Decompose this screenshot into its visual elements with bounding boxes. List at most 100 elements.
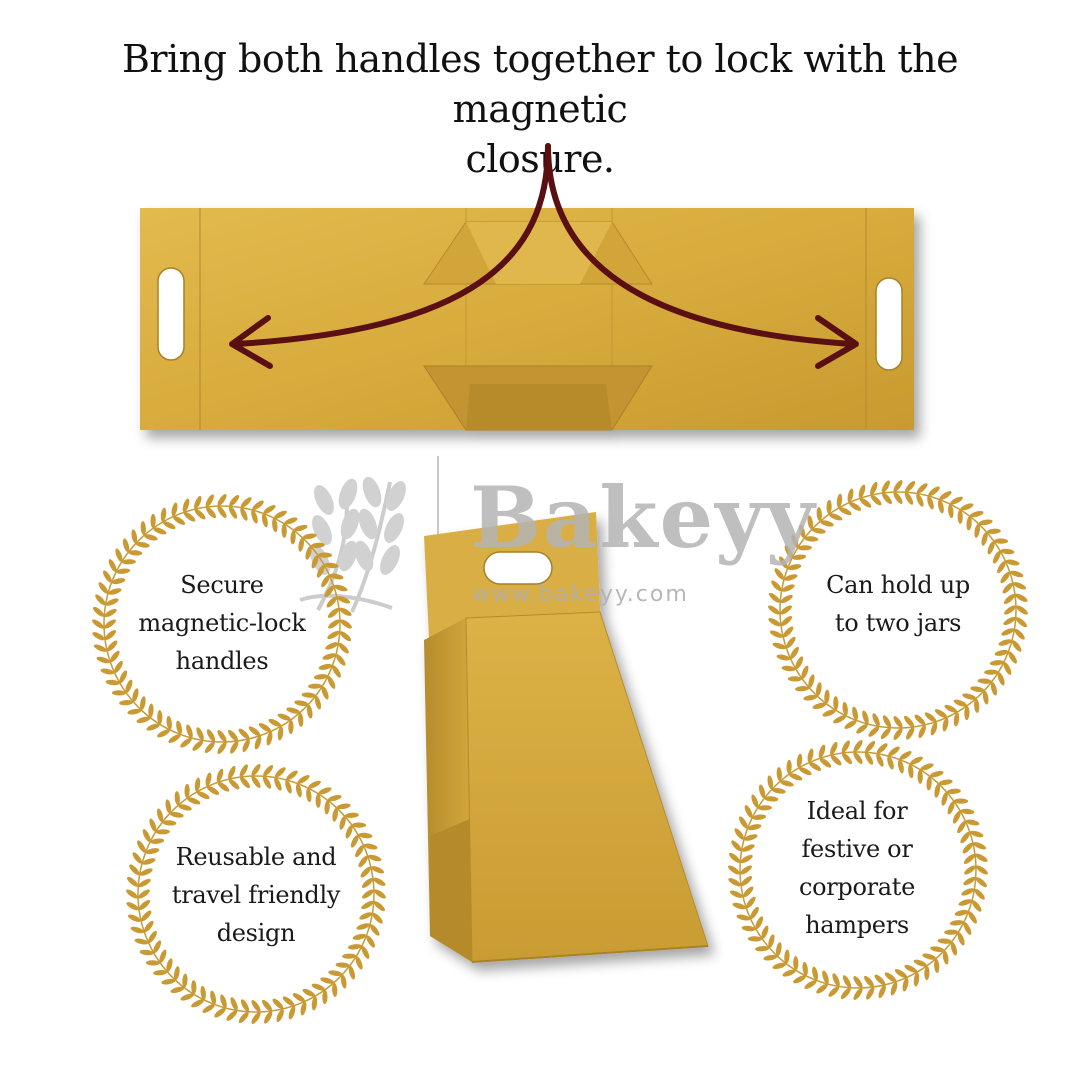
feature-1-line-3: handles xyxy=(175,647,269,675)
laurel-leaf xyxy=(807,748,814,763)
laurel-leaf xyxy=(165,799,172,814)
laurel-leaf xyxy=(324,800,330,815)
laurel-leaf xyxy=(356,923,370,930)
laurel-leaf xyxy=(853,976,863,988)
laurel-leaf xyxy=(784,574,798,581)
feature-1-line-1: Secure xyxy=(180,571,264,599)
laurel-leaf xyxy=(324,562,339,569)
laurel-leaf xyxy=(864,975,874,988)
laurel-leaf xyxy=(292,993,305,1002)
laurel-leaf xyxy=(784,949,790,964)
laurel-leaf xyxy=(849,502,862,511)
laurel-leaf xyxy=(258,723,271,732)
laurel-leaf xyxy=(769,592,781,603)
laurel-leaf xyxy=(847,488,854,503)
laurel-leaf xyxy=(288,1005,296,1020)
laurel-leaf xyxy=(166,715,172,730)
laurel-leaf xyxy=(274,510,287,519)
laurel-leaf xyxy=(924,966,930,981)
laurel-leaf xyxy=(963,876,976,886)
laurel-leaf xyxy=(134,938,149,945)
laurel-leaf xyxy=(992,550,1001,564)
laurel-leaf xyxy=(217,782,230,792)
laurel-leaf xyxy=(284,517,298,525)
laurel-leaf xyxy=(787,676,802,682)
laurel-leaf xyxy=(774,568,785,580)
laurel-leaf xyxy=(981,532,988,546)
laurel-leaf xyxy=(174,791,180,806)
laurel-leaf xyxy=(962,693,976,700)
laurel-leaf xyxy=(162,521,176,530)
laurel-wreath-icon xyxy=(92,494,352,754)
laurel-leaf xyxy=(872,713,880,727)
laurel-leaf xyxy=(772,962,787,970)
laurel-leaf xyxy=(202,1004,215,1013)
laurel-leaf xyxy=(137,840,146,853)
laurel-leaf xyxy=(240,776,250,789)
laurel-leaf xyxy=(811,527,826,534)
laurel-leaf xyxy=(248,726,261,736)
laurel-leaf xyxy=(916,493,924,507)
laurel-leaf xyxy=(744,805,753,818)
feature-3-line-3: design xyxy=(216,919,296,947)
laurel-leaf xyxy=(322,990,328,1005)
laurel-leaf xyxy=(214,1007,226,1018)
laurel-leaf xyxy=(274,767,286,778)
laurel-leaf xyxy=(893,492,903,504)
laurel-leaf xyxy=(876,743,888,754)
laurel-leaf xyxy=(1001,628,1015,636)
laurel-leaf xyxy=(251,510,258,524)
feature-2-line-2: to two jars xyxy=(834,609,962,637)
laurel-leaf xyxy=(802,961,808,976)
laurel-leaf xyxy=(841,740,850,753)
laurel-leaf xyxy=(314,695,322,710)
laurel-leaf xyxy=(890,981,898,996)
laurel-leaf xyxy=(127,708,142,715)
laurel-leaf xyxy=(326,596,337,608)
laurel-leaf xyxy=(183,512,196,522)
laurel-leaf xyxy=(832,973,840,987)
laurel-leaf xyxy=(139,868,153,876)
laurel-leaf xyxy=(1003,616,1016,626)
laurel-leaf xyxy=(129,864,140,876)
laurel-leaf xyxy=(937,499,944,514)
laurel-leaf xyxy=(288,720,294,735)
headline-line-1: Bring both handles together to lock with… xyxy=(121,37,959,131)
laurel-leaf xyxy=(310,542,325,548)
laurel-leaf xyxy=(824,689,830,704)
feature-1-line-2: magnetic-lock xyxy=(138,609,306,637)
laurel-leaf xyxy=(135,541,150,548)
laurel-leaf xyxy=(348,965,356,980)
laurel-leaf xyxy=(186,724,193,738)
laurel-leaf xyxy=(853,740,863,752)
laurel-leaf xyxy=(176,720,183,735)
laurel-leaf xyxy=(116,568,131,574)
laurel-leaf xyxy=(816,507,822,522)
laurel-leaf xyxy=(790,646,799,659)
laurel-leaf xyxy=(192,740,204,751)
laurel-leaf xyxy=(173,516,186,525)
laurel-leaf xyxy=(969,510,984,518)
laurel-leaf xyxy=(93,644,107,652)
laurel-leaf xyxy=(728,878,741,887)
laurel-leaf xyxy=(798,767,812,776)
laurel-leaf xyxy=(830,755,842,766)
laurel-leaf xyxy=(758,784,766,799)
laurel-leaf xyxy=(905,481,916,493)
laurel-leaf xyxy=(864,752,874,765)
laurel-leaf xyxy=(746,896,756,909)
laurel-leaf xyxy=(944,704,958,713)
laurel-leaf xyxy=(170,986,185,994)
laurel-leaf xyxy=(228,729,238,742)
laurel-leaf xyxy=(327,608,340,618)
laurel-leaf xyxy=(276,1009,284,1023)
laurel-leaf xyxy=(787,564,802,571)
laurel-leaf xyxy=(311,983,325,991)
laurel-leaf xyxy=(298,712,304,727)
laurel-leaf xyxy=(954,798,969,804)
laurel-leaf xyxy=(842,975,852,988)
laurel-leaf xyxy=(327,630,340,640)
laurel-leaf xyxy=(768,618,781,627)
laurel-leaf xyxy=(771,787,786,794)
